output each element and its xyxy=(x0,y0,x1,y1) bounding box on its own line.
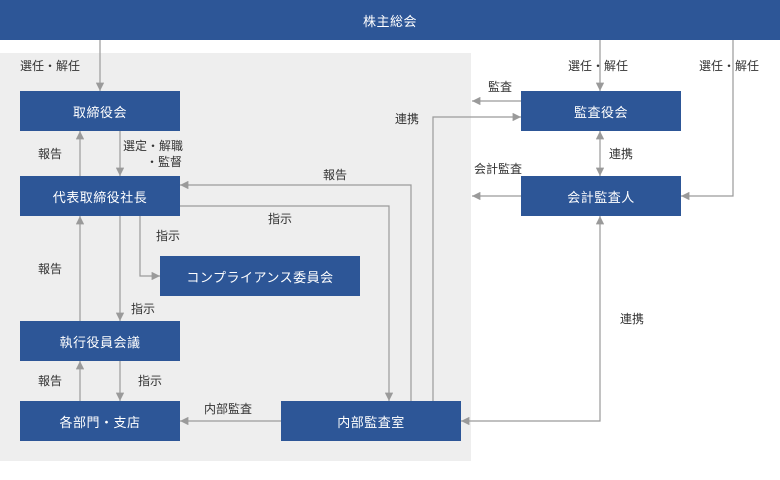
label-elect-dismiss-accounting: 選任・解任 xyxy=(699,59,760,73)
arrow-shareholders-accounting xyxy=(681,40,734,201)
label-elect-dismiss-auditors: 選任・解任 xyxy=(568,59,629,73)
arrow-cooperation-bottom xyxy=(461,216,605,426)
label-elect-dismiss-board: 選任・解任 xyxy=(20,59,81,73)
departments-box: 各部門・支店 xyxy=(20,401,180,441)
label-audit: 監査 xyxy=(488,80,513,94)
label-report-to-president: 報告 xyxy=(323,168,348,182)
shareholders-box: 株主総会 xyxy=(0,0,780,40)
arrow-cooperation-top xyxy=(432,112,521,401)
board-box: 取締役会 xyxy=(20,91,180,131)
label-report-exec: 報告 xyxy=(38,262,63,276)
label-instruct-exec: 指示 xyxy=(131,302,156,316)
compliance-box: コンプライアンス委員会 xyxy=(160,256,360,296)
accounting-auditor-box: 会計監査人 xyxy=(521,176,681,216)
label-instruct-compliance: 指示 xyxy=(156,229,181,243)
label-cooperation-mid: 連携 xyxy=(609,147,634,161)
internal-audit-office-box: 内部監査室 xyxy=(281,401,461,441)
arrow-instruct-audit xyxy=(180,205,394,401)
label-report-dept: 報告 xyxy=(38,374,63,388)
label-internal-audit: 内部監査 xyxy=(204,402,253,416)
president-box: 代表取締役社長 xyxy=(20,176,180,216)
label-appoint-line2: ・監督 xyxy=(146,155,183,169)
label-accounting-audit: 会計監査 xyxy=(474,162,523,176)
exec-committee-box: 執行役員会議 xyxy=(20,321,180,361)
label-instruct-dept: 指示 xyxy=(138,374,163,388)
label-instruct-to-audit: 指示 xyxy=(268,212,293,226)
label-report-board: 報告 xyxy=(38,147,63,161)
arrow-instruct-compliance xyxy=(139,216,160,281)
auditors-box: 監査役会 xyxy=(521,91,681,131)
label-cooperation-top: 連携 xyxy=(395,112,420,126)
label-cooperation-bottom: 連携 xyxy=(620,312,645,326)
label-appoint-line1: 選定・解職 xyxy=(123,139,184,153)
arrow-report-president xyxy=(180,180,412,401)
